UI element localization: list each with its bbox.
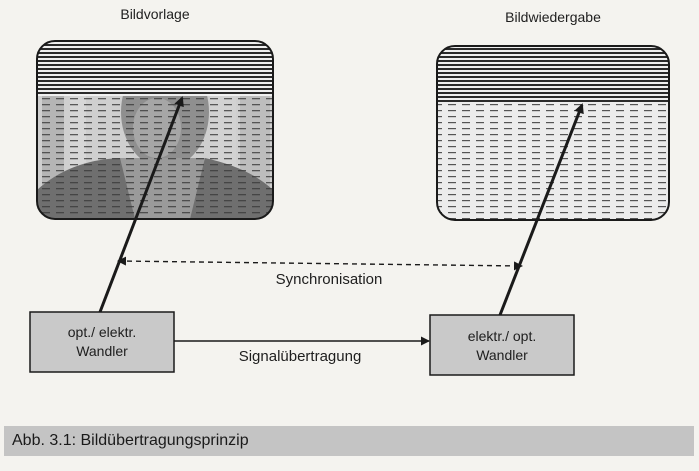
figure-caption: Abb. 3.1: Bildübertragungsprinzip bbox=[4, 426, 694, 456]
sync-label: Synchronisation bbox=[276, 271, 383, 288]
target-converter-box bbox=[429, 314, 575, 376]
source-scan-arrow bbox=[98, 96, 184, 313]
target-scan-arrow bbox=[498, 103, 584, 316]
source-converter-box bbox=[29, 311, 175, 373]
signal-label: Signalübertragung bbox=[239, 348, 362, 365]
target-converter-line2: Wandler bbox=[476, 347, 528, 363]
source-image-frame bbox=[36, 40, 274, 220]
source-image-label: Bildvorlage bbox=[120, 6, 189, 22]
target-image bbox=[437, 46, 669, 220]
source-converter-line2: Wandler bbox=[76, 343, 128, 359]
sync-arrow bbox=[117, 256, 523, 271]
source-image bbox=[37, 41, 273, 219]
target-image-frame bbox=[436, 45, 670, 221]
target-converter-line1: elektr./ opt. bbox=[468, 328, 536, 344]
target-image-label: Bildwiedergabe bbox=[505, 9, 601, 25]
source-converter-line1: opt./ elektr. bbox=[68, 324, 136, 340]
